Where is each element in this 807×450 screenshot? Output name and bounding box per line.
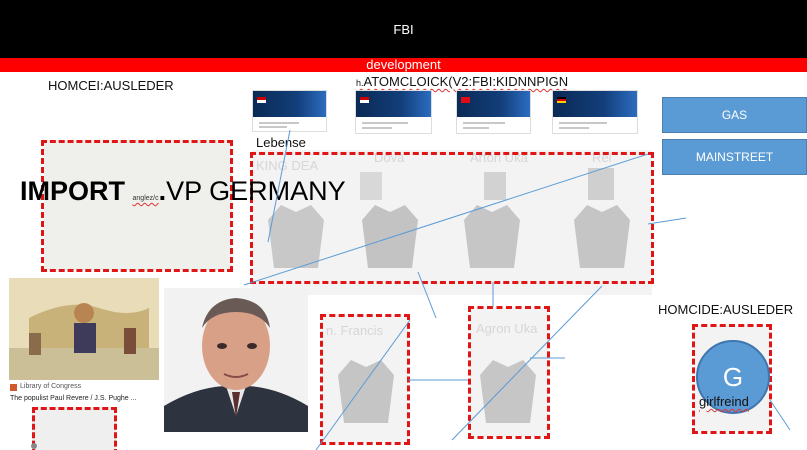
website-thumbnail-4[interactable]: [552, 90, 638, 134]
avatar-letter: G: [722, 361, 744, 392]
person-photo: [164, 288, 308, 432]
vp-germany-text: VP GERMANY: [166, 176, 346, 206]
homcei-label: HOMCEI:AUSLEDER: [48, 78, 174, 93]
website-thumbnail-1[interactable]: [252, 90, 327, 132]
small-annotation: anglez/c: [132, 195, 159, 202]
dashed-selection-right: [692, 324, 772, 434]
development-label: development: [366, 57, 441, 72]
homcide-label: HOMCIDE:AUSLEDER: [658, 302, 794, 317]
flag-icon: [257, 97, 266, 103]
portrait-photo: [164, 288, 308, 432]
top-header-bar: FBI: [0, 0, 807, 58]
header-title: FBI: [393, 21, 414, 37]
library-icon: [10, 384, 17, 391]
import-title: IMPORT anglez/c.VP GERMANY: [20, 176, 346, 207]
development-banner: development: [0, 58, 807, 72]
flag-icon: [360, 97, 369, 103]
website-thumbnail-3[interactable]: [456, 90, 531, 134]
gas-button[interactable]: GAS: [662, 97, 807, 133]
bottom-faded-image: [32, 407, 116, 450]
girlfreind-label: girlfreind: [699, 394, 749, 409]
flag-icon: [461, 97, 470, 103]
avatar-circle[interactable]: G: [696, 340, 770, 414]
mainstreet-button[interactable]: MAINSTREET: [662, 139, 807, 175]
atomcloick-prefix: h.: [356, 78, 364, 88]
atomcloick-text: ATOMCLOICK(V2:FBI:KIDNNPIGN: [363, 74, 569, 89]
dashed-selection-agron: [468, 306, 550, 439]
website-thumbnail-2[interactable]: [355, 90, 432, 134]
dashed-selection-large: [250, 152, 654, 284]
library-caption[interactable]: The populist Paul Revere / J.S. Pughe ..…: [10, 395, 137, 402]
atomcloick-label: h.ATOMCLOICK(V2:FBI:KIDNNPIGN: [356, 74, 568, 89]
dashed-selection-francis: [320, 314, 410, 445]
import-word: IMPORT: [20, 176, 125, 206]
flag-icon: [557, 97, 566, 103]
dashed-selection-bottom: [32, 407, 117, 450]
left-faded-image: [44, 140, 232, 270]
dashed-selection-left: [41, 140, 233, 272]
library-source: Library of Congress: [20, 383, 82, 390]
library-card[interactable]: Library of Congress The populist Paul Re…: [8, 278, 160, 408]
illustration-image: [9, 278, 159, 380]
dot-mark: .: [158, 176, 167, 206]
lebense-label: Lebense: [256, 135, 306, 150]
